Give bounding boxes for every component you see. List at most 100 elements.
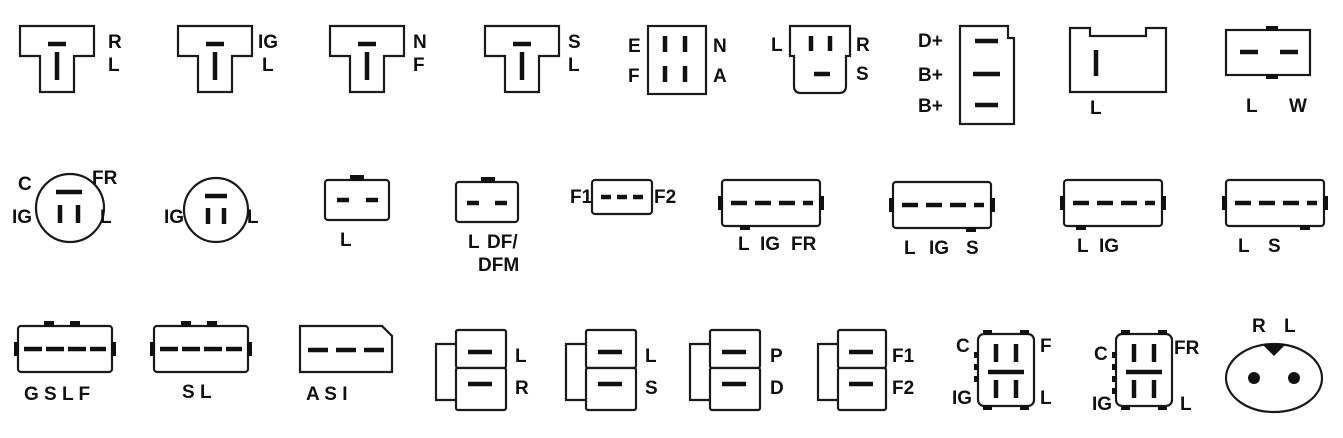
latch: [1112, 388, 1117, 394]
connector-l-s: L S: [1222, 178, 1328, 257]
pin-label: S: [856, 64, 869, 85]
pin-label: R: [108, 32, 122, 53]
latch: [1060, 196, 1065, 210]
latch: [1323, 196, 1328, 210]
connector-l-r-s: L R S: [771, 24, 870, 95]
pin-label: F1: [892, 346, 915, 367]
pin-label: A S I: [306, 384, 348, 405]
pin-label: L: [340, 230, 352, 251]
pin-label: IG: [1092, 394, 1112, 415]
pin-label: F2: [654, 187, 676, 208]
connector-body: [1068, 26, 1168, 94]
latch: [181, 321, 191, 327]
latch: [819, 196, 824, 210]
latch: [966, 227, 976, 232]
pin-label: F: [628, 66, 640, 87]
pin-label: IG: [12, 207, 32, 228]
connector-two-pin-l: L: [323, 175, 391, 251]
pin-label: L: [738, 234, 750, 255]
pin-label: FR: [791, 234, 817, 255]
connector-single-l: L: [1068, 26, 1168, 119]
latch: [1121, 405, 1130, 410]
latch: [44, 321, 54, 327]
pin-label: FR: [1174, 338, 1200, 359]
connector-housing: [434, 342, 456, 402]
pin-label: B+: [918, 96, 943, 117]
connector-body: [788, 24, 852, 95]
pin-label: IG: [929, 238, 949, 259]
connector-body: [708, 328, 762, 370]
connector-l-ig: L IG: [1060, 178, 1166, 257]
connector-body: [646, 24, 708, 96]
connector-t-ig-l: IG L: [176, 24, 278, 94]
pin-label: D+: [918, 31, 943, 52]
connector-g-s-l-f: G S L F: [14, 321, 116, 405]
latch: [14, 342, 19, 356]
connector-stack-f1-f2: F1 F2: [816, 328, 915, 412]
latch: [1112, 352, 1117, 358]
latch: [889, 198, 894, 212]
pin-label: L: [1077, 236, 1089, 257]
pin-label: D: [770, 378, 784, 399]
pin-label: R: [1252, 316, 1266, 337]
pin-label: S: [568, 32, 581, 53]
pin-label: F2: [892, 378, 914, 399]
pin-label: L: [1284, 316, 1296, 337]
pin-label: DFM: [478, 255, 519, 276]
connector-t-n-f: N F: [328, 24, 427, 94]
pin-label: IG: [1099, 236, 1119, 257]
connector-housing: [816, 342, 838, 402]
latch: [974, 352, 979, 358]
latch: [983, 405, 992, 410]
connector-two-pin-l-df: L DF/ DFM: [454, 177, 520, 276]
connector-round-ig-l: IG L: [164, 176, 259, 244]
connector-oval-r-l: R L: [1224, 316, 1324, 414]
pin-label: L: [468, 232, 480, 253]
connector-round-c-fr-ig-l: C FR IG L: [12, 168, 118, 244]
latch: [740, 225, 750, 230]
latch: [1076, 225, 1086, 230]
connector-body: [584, 366, 638, 412]
pin-label: G S L F: [24, 384, 90, 405]
pin: [1288, 372, 1300, 384]
latch: [1112, 376, 1117, 382]
pin-label: L: [1238, 236, 1250, 257]
connector-body: [584, 328, 638, 370]
pin-label: P: [770, 346, 783, 367]
latch: [1300, 225, 1310, 230]
connector-body: [836, 366, 888, 412]
pin-label: S: [1268, 236, 1281, 257]
connector-s-l: S L: [150, 321, 252, 403]
pin-label: R: [856, 35, 870, 56]
latch: [1020, 405, 1029, 410]
connector-body: [34, 172, 106, 244]
connector-body: [454, 328, 508, 370]
connector-l-w: L W: [1224, 26, 1312, 117]
pin: [1248, 372, 1260, 384]
connector-stack-p-d: P D: [688, 328, 784, 412]
latch: [70, 321, 80, 327]
latch: [1020, 330, 1029, 335]
pin-label: S: [645, 378, 658, 399]
pin-label: L: [515, 346, 527, 367]
connector-f1-f2: F1 F2: [570, 178, 676, 216]
pin-label: C: [956, 336, 970, 357]
latch: [1121, 330, 1130, 335]
connector-body: [454, 180, 520, 224]
pin-label: C: [1094, 344, 1108, 365]
pin-label: S L: [182, 382, 212, 403]
connector-t-r-l: R L: [18, 24, 122, 94]
latch: [1266, 26, 1278, 31]
pin-label: L: [262, 55, 274, 76]
pin-label: L: [1090, 98, 1102, 119]
pin-label: F1: [570, 187, 593, 208]
connector-body: [182, 176, 250, 244]
connector-stack-l-r: L R: [434, 328, 529, 412]
latch: [247, 342, 252, 356]
key-notch: [1262, 344, 1286, 356]
pin-label: L: [771, 35, 783, 56]
pin-label: IG: [164, 207, 184, 228]
latch: [1161, 196, 1166, 210]
pin-label: DF/: [487, 232, 518, 253]
